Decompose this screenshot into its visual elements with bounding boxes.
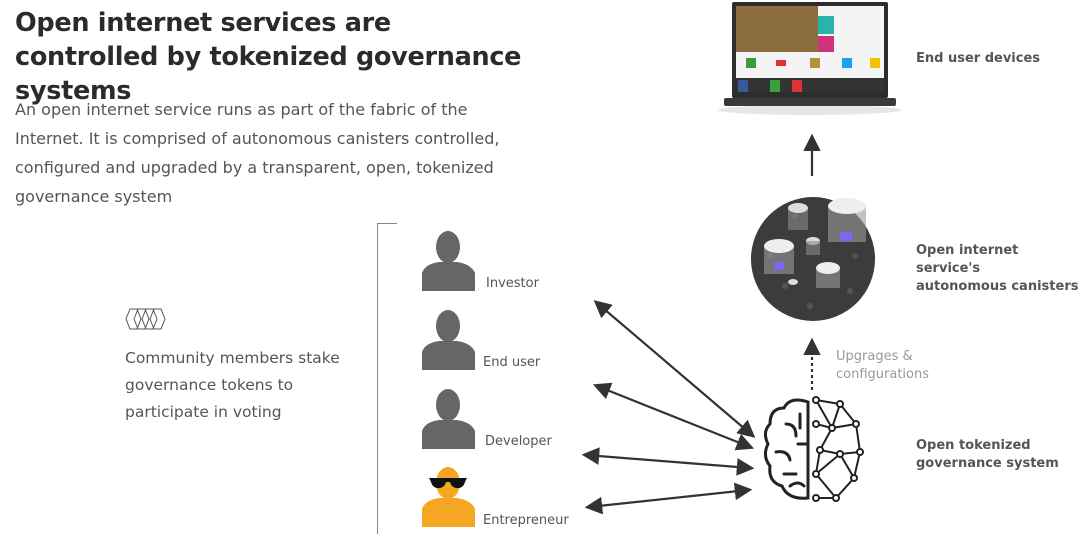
upgrades-label-line1: Upgrages & bbox=[836, 349, 913, 364]
community-text: Community members stake governance token… bbox=[125, 349, 340, 421]
developer-arrow bbox=[581, 447, 755, 476]
participant-label: Developer bbox=[485, 434, 552, 449]
brain-network-icon bbox=[763, 396, 864, 502]
devices-label: End user devices bbox=[916, 51, 1041, 66]
developer-icon bbox=[422, 389, 475, 449]
participant-label: Investor bbox=[486, 276, 539, 291]
governance-label-line1: Open tokenized bbox=[916, 438, 1031, 453]
governance-label-line2: governance system bbox=[916, 456, 1059, 471]
end-user-arrow bbox=[592, 382, 755, 451]
investor-arrow bbox=[593, 300, 756, 438]
upgrades-label: Upgrages & configurations bbox=[836, 348, 929, 384]
canisters-label-line2: autonomous canisters bbox=[916, 279, 1079, 294]
end-user-icon bbox=[422, 310, 475, 370]
canisters-image bbox=[751, 197, 875, 321]
entrepreneur-arrow bbox=[584, 482, 753, 515]
tokens-icon bbox=[125, 308, 166, 330]
canisters-label: Open internet service's autonomous canist… bbox=[916, 242, 1080, 296]
page-title: Open internet services are controlled by… bbox=[15, 8, 522, 106]
participant-label: End user bbox=[483, 355, 541, 370]
bracket-tick bbox=[377, 223, 397, 224]
intro-paragraph: An open internet service runs as part of… bbox=[15, 100, 500, 206]
canisters-label-line1: Open internet service's bbox=[916, 243, 1019, 276]
entrepreneur-icon bbox=[422, 467, 475, 527]
participant-label: Entrepreneur bbox=[483, 513, 569, 528]
investor-icon bbox=[422, 231, 475, 291]
governance-label: Open tokenized governance system bbox=[916, 437, 1059, 473]
bracket-line bbox=[377, 223, 378, 534]
laptop-image bbox=[718, 2, 902, 115]
upgrades-label-line2: configurations bbox=[836, 367, 930, 382]
